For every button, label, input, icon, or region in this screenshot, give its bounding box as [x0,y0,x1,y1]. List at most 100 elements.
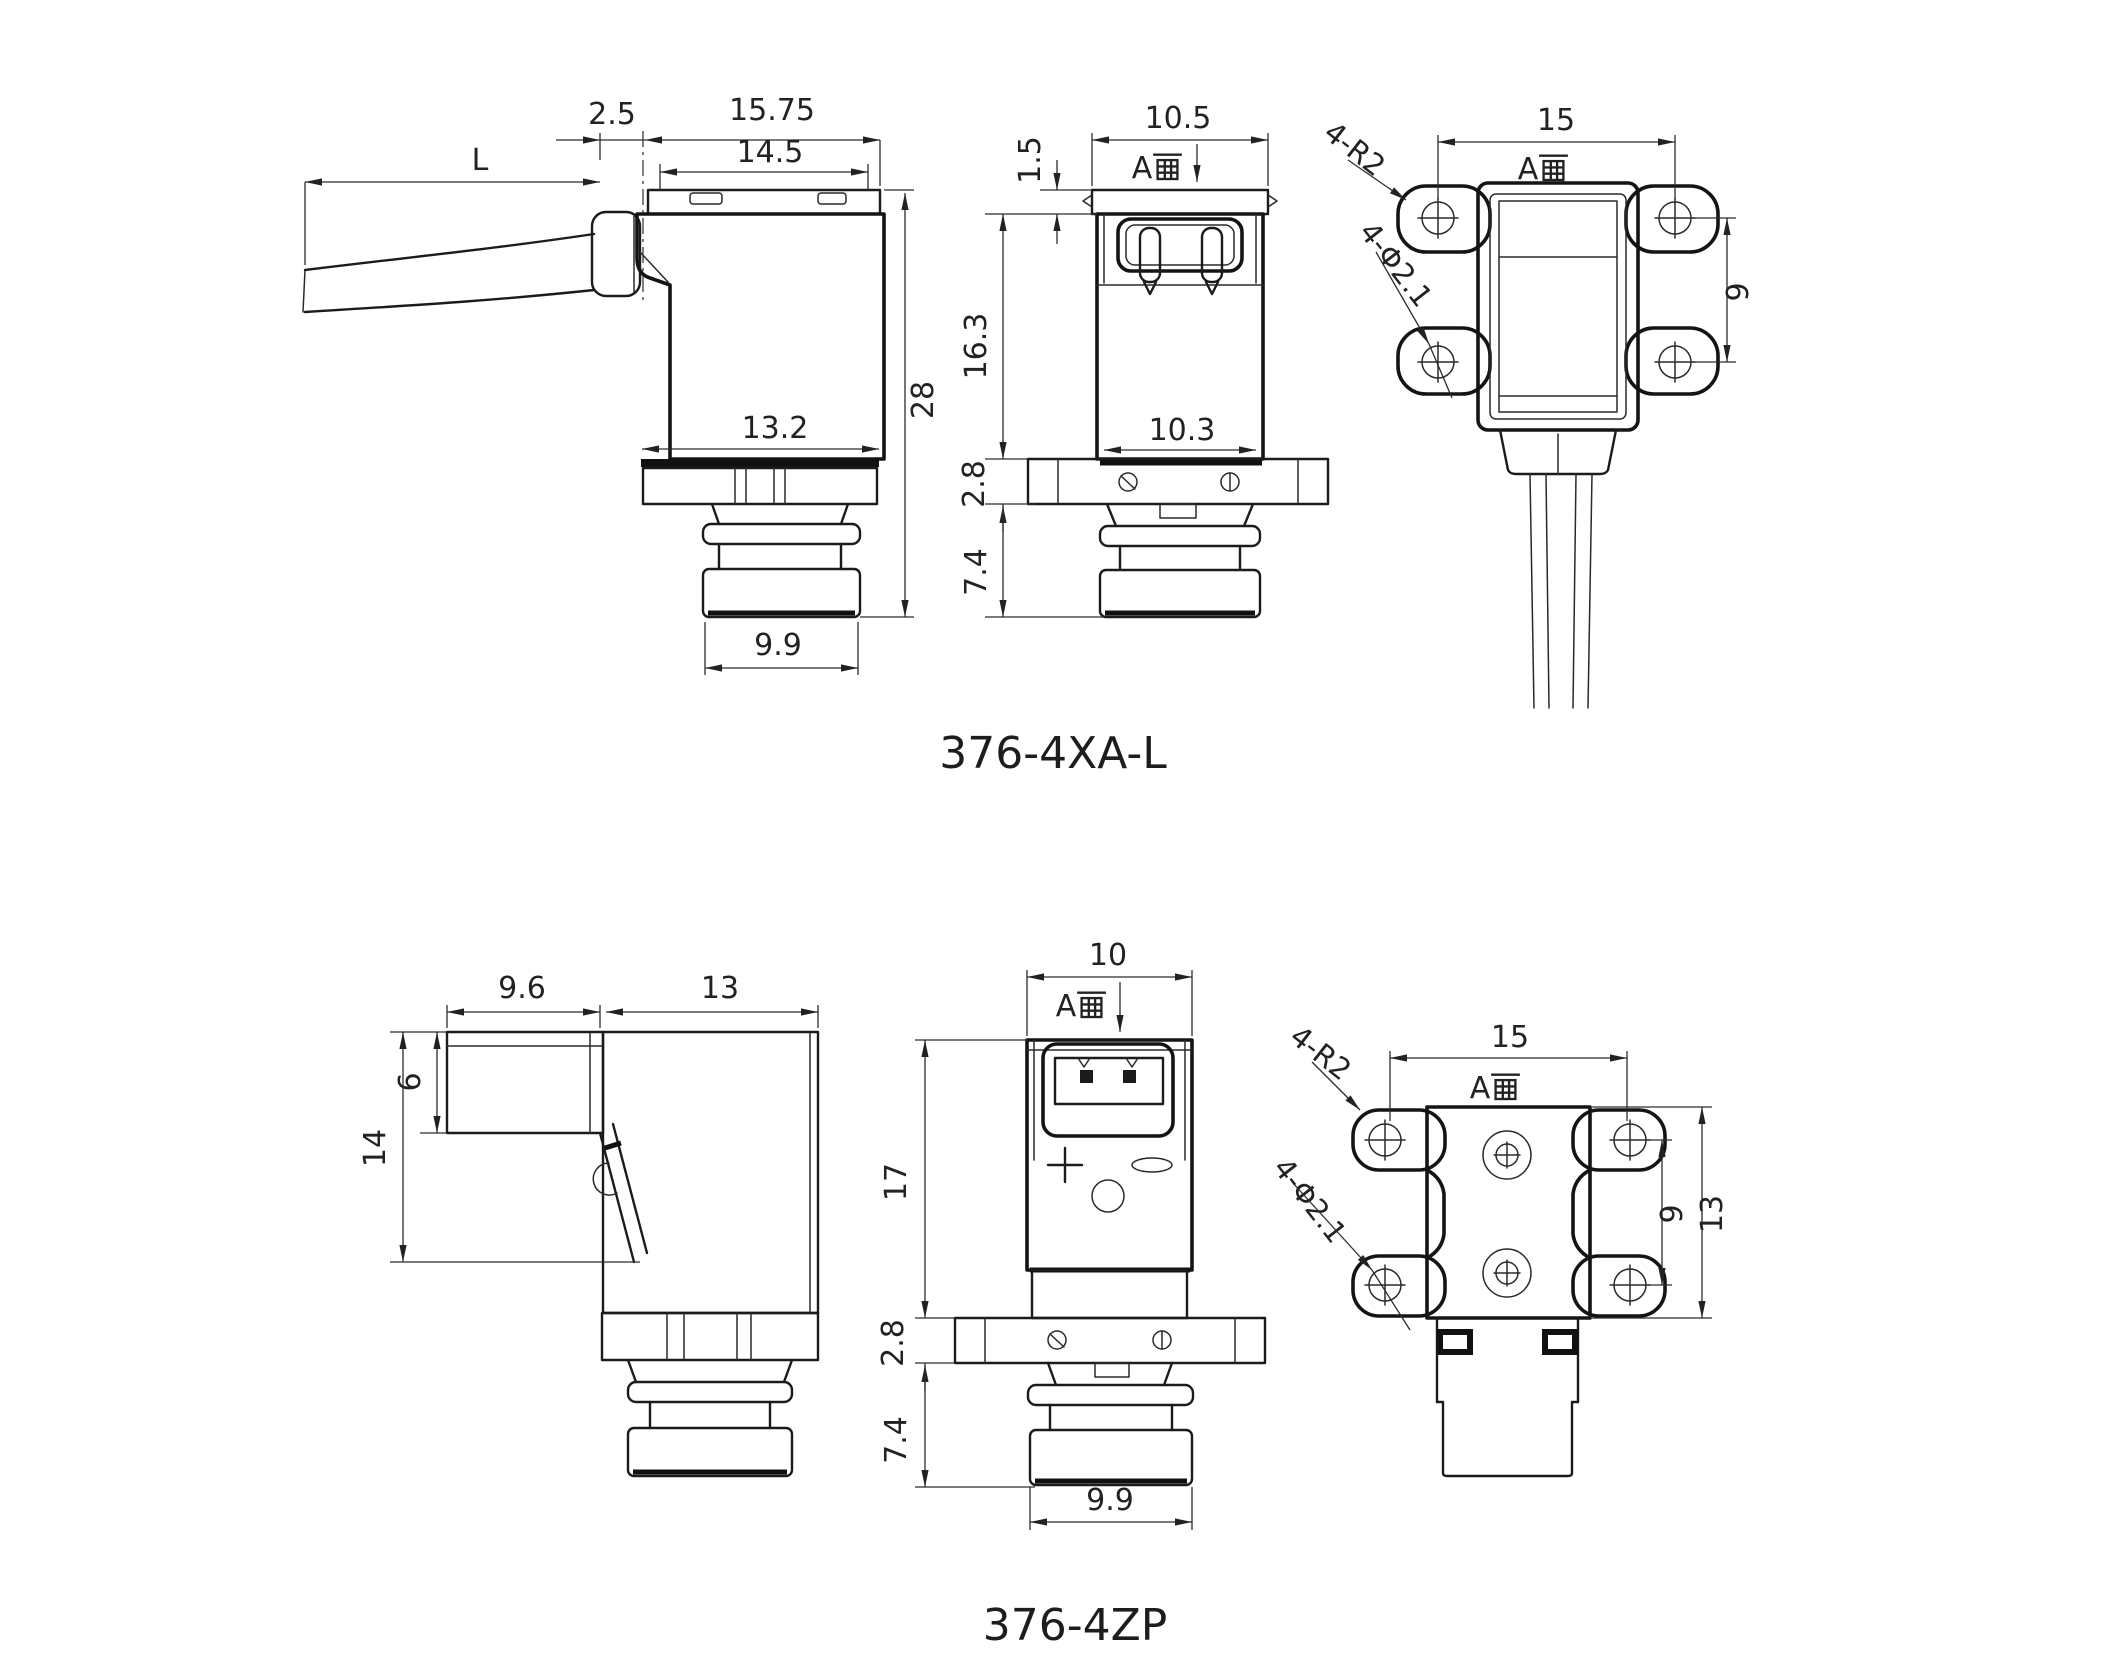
cap-latch-left [689,192,723,205]
cap-latch-right [817,192,847,205]
leader-4-r2 [1347,159,1407,201]
xal-front-view: 10.5 A 1.5 16.3 10.3 2.8 7.4 [957,101,1330,619]
dim-connector-width: 9.6 [498,971,546,1006]
dim-width: 10 [1089,938,1127,973]
dim-hole-pitch-v: 9 [1721,282,1756,301]
cross-mark [1046,1146,1084,1184]
surface-letter: A [1132,151,1153,186]
callout-corner-radius: 4-R2 [1318,115,1392,183]
ext-28 [860,189,914,618]
stem [1026,1361,1195,1487]
slant-cover [592,1122,649,1264]
ext-9-9 [1029,1487,1193,1530]
mian-glyph [1151,153,1184,181]
mount-ears [1396,184,1720,396]
dim-overall-width: 15.75 [729,93,815,128]
ext-10 [1026,970,1193,1036]
surface-letter: A [1518,152,1539,187]
dim-body-width: 10.3 [1149,413,1216,448]
dim-body-width: 13 [701,971,739,1006]
dim-connector-height: 6 [393,1072,428,1091]
flange-ends [1057,458,1299,505]
dim-body-height: 17 [879,1163,914,1201]
oval-mark [1131,1157,1173,1173]
flange-tab [1094,1362,1130,1378]
ext-17 [915,1039,1027,1319]
leader-4-d2-1-tail [1371,1269,1411,1331]
body [1025,1038,1194,1272]
mian-glyph [1489,1073,1522,1101]
leader-4-d2-1 [1291,1181,1373,1271]
pins [1138,226,1224,296]
cables [1529,473,1593,709]
leader-4-d2-1-tail [1428,343,1453,399]
cable-boot [1498,428,1618,476]
mount-holes [1417,197,1696,383]
dim-cap-width: 14.5 [737,135,804,170]
stem [626,1358,794,1478]
figure-376-4xa-l: L 2.5 15.75 14.5 13.2 28 9.9 [302,93,1756,779]
mian-glyph [1075,991,1108,1019]
plate-inner2 [1498,200,1618,413]
socket-notches [1077,1057,1139,1068]
dim-body-width: 13.2 [742,411,809,446]
dim-width: 10.5 [1145,101,1212,136]
zp-top-view: 15 A 4-R2 4-Φ2.1 9 13 [1266,1019,1730,1478]
dim-plate-height: 13 [1695,1195,1730,1233]
body [601,1030,820,1315]
ext-9 [1693,217,1736,363]
dim-cable-length: L [472,143,489,178]
ext-14-5 [659,164,869,190]
leader-4-r2 [1311,1061,1361,1111]
dim-stem-width: 9.9 [1086,1483,1134,1518]
cable [302,232,596,314]
bottom-connector [1435,1316,1580,1478]
zp-side-view: 9.6 13 6 14 [358,971,820,1478]
ext-15 [1437,135,1676,199]
dim-hole-pitch-h: 15 [1537,103,1575,138]
xal-top-view: 15 A 4-R2 4-Φ2.1 9 [1318,103,1756,709]
model-label-xal: 376-4XA-L [939,728,1167,779]
body-inner-lines [1096,213,1264,286]
stem [701,502,862,619]
dim-stem-width: 9.9 [754,628,802,663]
flange [953,1316,1267,1365]
flange-screws [1047,1330,1172,1350]
ext-9 [1648,1139,1672,1286]
plate [1425,1105,1592,1320]
mount-holes [1364,1119,1651,1306]
dim-stem-height: 7.4 [879,1416,914,1464]
connector-recess [1041,1042,1175,1138]
boot-detail [633,215,669,293]
body-inner [1026,1039,1193,1161]
dim-overall-height: 28 [906,381,941,419]
plate-side-insets [1425,1168,1592,1260]
cap [1090,188,1270,216]
zp-front-view: 10 A 17 2.8 7.4 9.9 [876,938,1267,1530]
connector-block [445,1030,605,1135]
xal-side-view: L 2.5 15.75 14.5 13.2 28 9.9 [302,93,941,675]
model-label-zp: 376-4ZP [983,1600,1168,1651]
recess-inner [1125,224,1235,266]
dim-boot-offset: 2.5 [588,97,636,132]
mian-glyph [1537,154,1570,182]
connector-detail [446,1031,604,1134]
ext-1-5 [985,189,1097,215]
flange-tab [1159,503,1197,519]
ext-9-9 [704,622,859,675]
dim-flange-height: 2.8 [876,1319,911,1367]
callout-corner-radius: 4-R2 [1284,1019,1358,1087]
dim-hole-pitch-v: 9 [1655,1204,1690,1223]
surface-letter: A [1470,1071,1491,1106]
flange [1026,457,1330,506]
dim-cap-height: 1.5 [1013,136,1048,184]
plate-inner [1489,193,1627,420]
flange [600,1311,820,1362]
circle-mark [1091,1179,1125,1213]
stem [1098,502,1262,619]
plate-lines [1498,256,1618,397]
surface-letter: A [1056,989,1077,1024]
dim-body-height: 14 [358,1129,393,1167]
flange-ends [984,1317,1236,1364]
